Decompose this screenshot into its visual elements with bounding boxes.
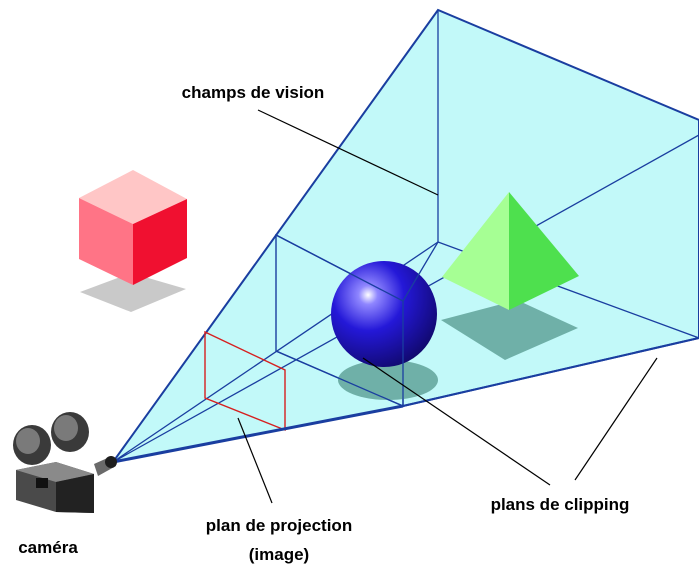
label-projection-plane: plan de projection	[206, 516, 352, 535]
frustum-bottom-edge	[112, 404, 404, 464]
frustum-edges-front	[275, 234, 439, 407]
sphere-shadow	[338, 360, 438, 400]
label-clipping-planes: plans de clipping	[491, 495, 630, 514]
pyramid-shadow	[441, 300, 578, 360]
blue-sphere	[331, 261, 437, 367]
movie-camera-icon	[13, 412, 117, 513]
green-pyramid	[442, 192, 579, 310]
frustum-bottom-edge-far	[402, 337, 699, 407]
label-field-of-view: champs de vision	[182, 83, 325, 102]
red-cube	[79, 170, 187, 285]
leader-lines	[237, 109, 658, 504]
label-camera: caméra	[18, 538, 78, 557]
cube-shadow	[80, 273, 186, 312]
label-projection-plane-image: (image)	[249, 545, 309, 564]
